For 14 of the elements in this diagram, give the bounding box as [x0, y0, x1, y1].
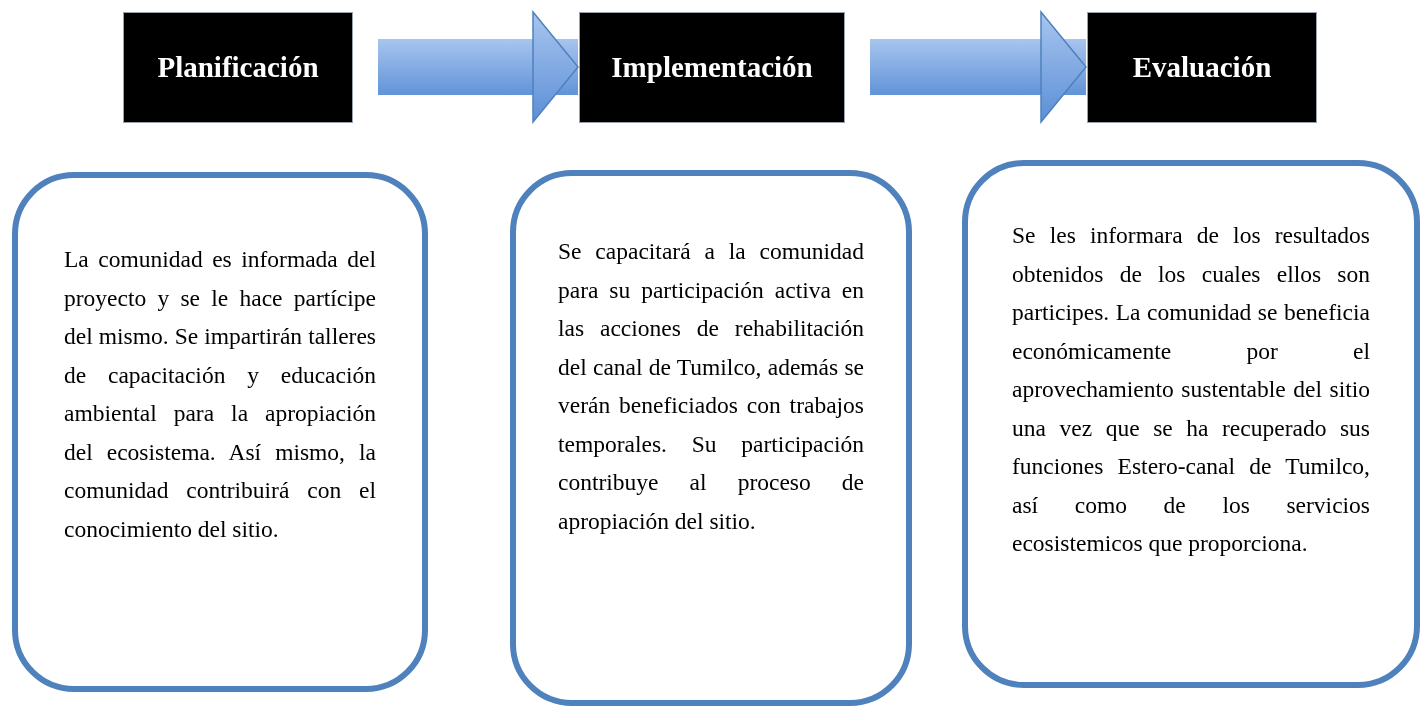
- stage-title: Planificación: [157, 49, 319, 85]
- stage-box: [579, 12, 845, 123]
- description-text: Se les informara de los resultados obtenidos de los cuales ellos son participes. La comunidad se beneficia económicamente por el aprovechamiento sustentable del sitio una vez que se ha recuperado sus funciones Estero-canal de Tumilco, así como de los servicios ecosistemicos que proporciona.: [1012, 221, 1370, 558]
- stage-box: [1087, 12, 1317, 123]
- description-card: [962, 160, 1420, 688]
- description-card: [12, 172, 428, 692]
- block-arrow: [870, 10, 1086, 124]
- stage-box: [123, 12, 353, 123]
- description-text: Se capacitará a la comunidad para su participación activa en las acciones de rehabilitación del canal de Tumilco, además se verán beneficiados con trabajos temporales. Su participación contribuye al proceso de apropiación del sitio.: [558, 237, 864, 536]
- description-text: La comunidad es informada del proyecto y se le hace partícipe del mismo. Se impartirán talleres de capacitación y educación ambiental para la apropiación del ecosistema. Así mismo, la comunidad contribuirá con el conocimiento del sitio.: [64, 245, 376, 544]
- block-arrow: [378, 10, 578, 124]
- stage-title: Implementación: [611, 49, 813, 85]
- stage-title: Evaluación: [1132, 49, 1272, 85]
- description-card: [510, 170, 912, 706]
